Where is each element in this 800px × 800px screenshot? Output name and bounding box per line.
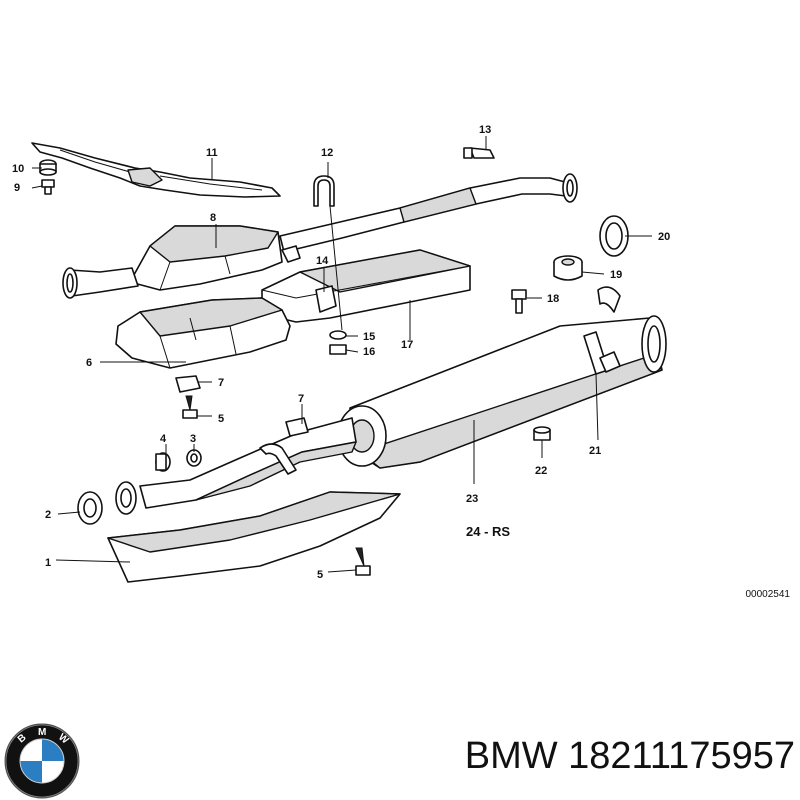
part-23-rear-silencer xyxy=(337,286,667,469)
part-9-bolt xyxy=(41,179,55,195)
brand-part-number-caption: BMW 18211175957 xyxy=(464,735,795,777)
part-11-heat-shield-strip xyxy=(31,142,281,198)
callout-4: 4 xyxy=(160,433,167,445)
callout-17: 17 xyxy=(401,339,413,351)
part-3-nut xyxy=(186,449,202,467)
callout-5-upper: 5 xyxy=(218,413,224,425)
part-10-rubber-nut xyxy=(39,159,57,176)
part-5-screw-upper xyxy=(182,395,198,419)
callout-3: 3 xyxy=(190,433,196,445)
part-7-clip-upper xyxy=(175,375,201,393)
leader-lines xyxy=(31,136,652,573)
part-12-u-bolt xyxy=(313,175,335,207)
part-4-bushing xyxy=(155,452,171,472)
callout-12: 12 xyxy=(321,147,333,159)
part-5-screw-lower xyxy=(355,547,371,576)
part-17-heat-shield xyxy=(261,249,471,323)
diagram-code: 24 - RS xyxy=(466,524,511,539)
callout-7-upper: 7 xyxy=(218,377,224,389)
intermediate-pipe xyxy=(139,417,357,509)
callout-23: 23 xyxy=(466,493,478,505)
part-19-rubber-mount xyxy=(553,255,583,281)
callout-15: 15 xyxy=(363,331,375,343)
part-13-bolt xyxy=(463,147,495,159)
part-20-sealing-ring xyxy=(599,215,629,257)
pipe-hanger-bracket xyxy=(259,443,297,475)
callout-20: 20 xyxy=(658,231,670,243)
callout-11: 11 xyxy=(206,147,218,159)
callout-8: 8 xyxy=(210,212,216,224)
callout-2: 2 xyxy=(45,509,51,521)
part-7-clip-lower xyxy=(285,417,309,437)
callout-6: 6 xyxy=(86,357,92,369)
callout-10: 10 xyxy=(12,163,24,175)
part-6-heat-shield-plate xyxy=(115,297,291,369)
callout-9: 9 xyxy=(14,182,20,194)
callout-14: 14 xyxy=(316,255,329,267)
part-21-clamp-band xyxy=(583,331,621,375)
part-15-washer xyxy=(329,330,347,340)
callout-1: 1 xyxy=(45,557,51,569)
part-8-front-pipe-catalytic-converter xyxy=(62,173,578,299)
part-2-sealing-ring xyxy=(77,491,103,525)
part-18-bolt xyxy=(511,289,527,314)
callout-16: 16 xyxy=(363,346,375,358)
part-22-nut xyxy=(533,426,551,441)
callout-13: 13 xyxy=(479,124,491,136)
part-1-lower-heat-shield xyxy=(107,491,401,583)
callout-21: 21 xyxy=(589,445,601,457)
callout-18: 18 xyxy=(547,293,559,305)
callout-22: 22 xyxy=(535,465,547,477)
drawing-number: 00002541 xyxy=(745,589,791,600)
part-14-clamp xyxy=(315,285,337,313)
part-16-nut xyxy=(329,344,347,355)
bmw-logo: B M W xyxy=(4,723,80,799)
callout-19: 19 xyxy=(610,269,622,281)
callout-7-lower: 7 xyxy=(298,393,304,405)
callout-labels: 11 10 9 12 13 8 20 19 18 14 15 16 17 6 7… xyxy=(12,124,670,581)
front-flange xyxy=(115,481,137,515)
callout-5-lower: 5 xyxy=(317,569,323,581)
svg-text:M: M xyxy=(38,727,46,738)
